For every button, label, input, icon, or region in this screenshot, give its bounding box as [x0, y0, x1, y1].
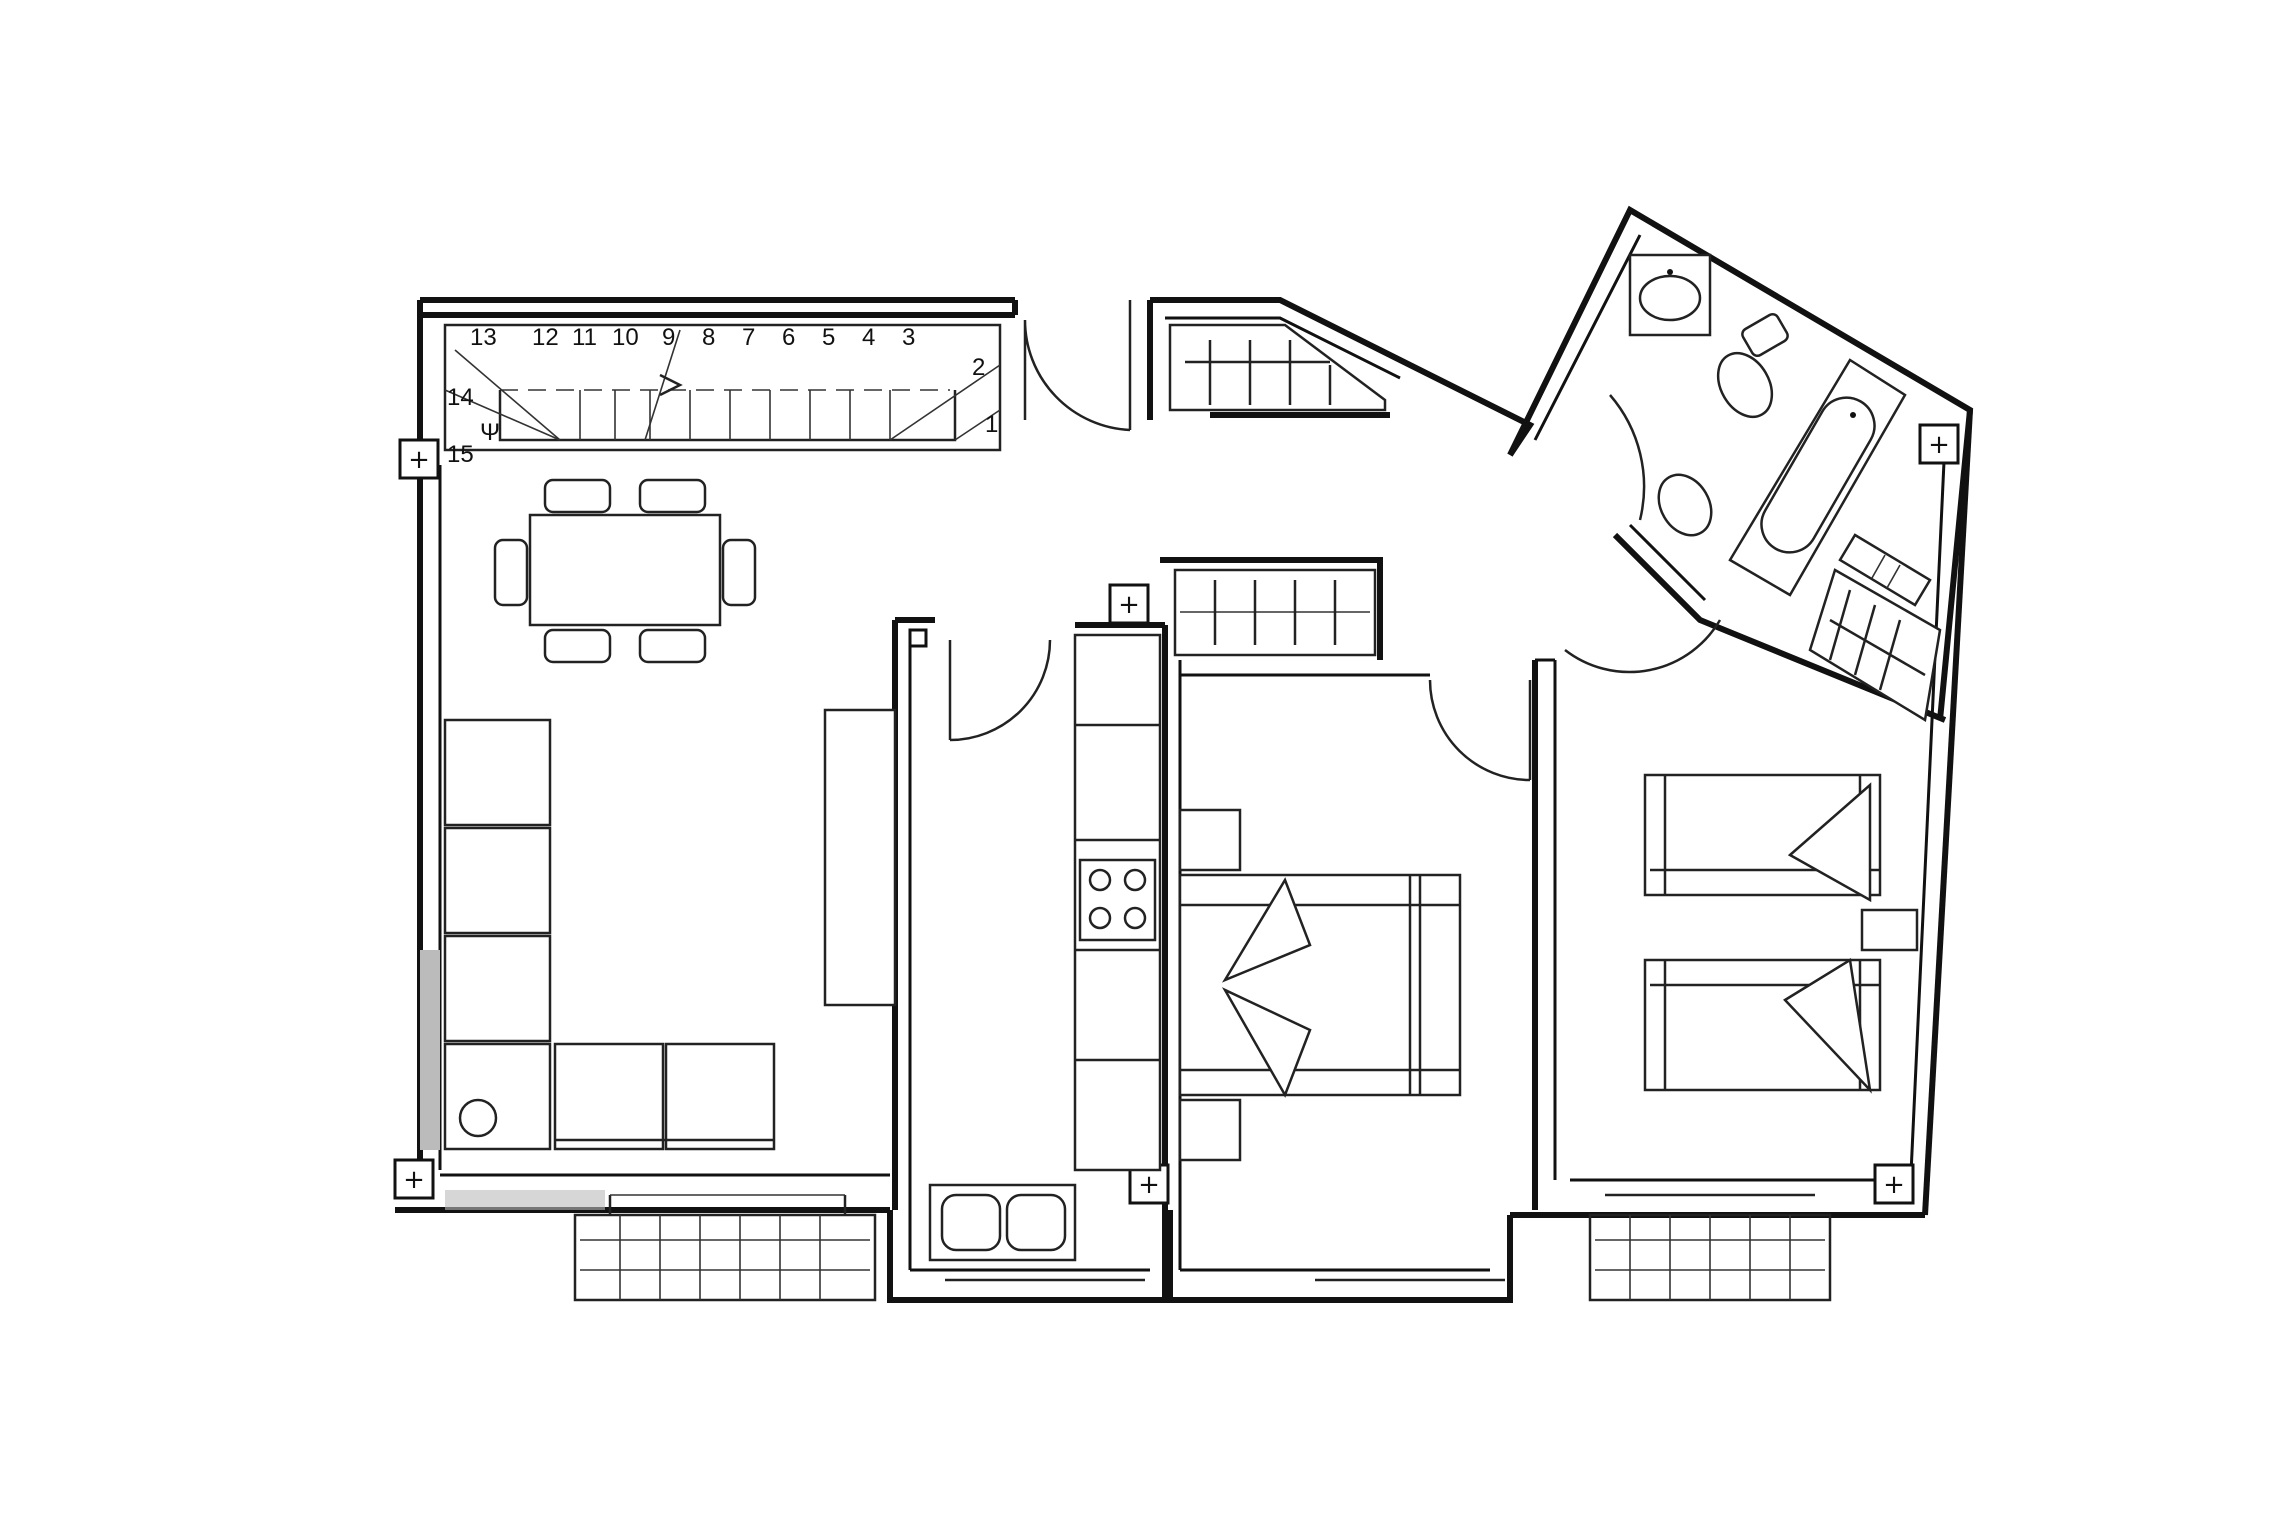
step-number: 13	[470, 324, 497, 351]
column-marker-icon: +	[1108, 583, 1150, 625]
column-marker-icon: +	[1918, 423, 1960, 465]
step-number: 14	[447, 384, 474, 411]
column-marker-icon: +	[393, 1158, 435, 1200]
step-number: 6	[782, 324, 795, 351]
step-number: 15	[447, 441, 474, 468]
kitchen	[928, 633, 1162, 1282]
tv-stand	[823, 708, 897, 1007]
left-terrace	[573, 1194, 877, 1302]
sofa	[443, 718, 776, 1151]
bathtub-icon	[1728, 358, 1907, 597]
step-number: 4	[862, 324, 875, 351]
step-number: 3	[902, 324, 915, 351]
storage-closet	[1168, 323, 1390, 418]
svg-text:+: +	[403, 1165, 425, 1195]
svg-text:+: +	[408, 445, 430, 475]
step-number: 11	[572, 324, 597, 351]
step-number: 5	[822, 324, 835, 351]
step-number: 10	[612, 324, 639, 351]
washbasin-icon	[1628, 253, 1712, 337]
svg-text:+: +	[1118, 590, 1140, 620]
small-column-marker	[908, 628, 928, 648]
svg-text:+: +	[1138, 1170, 1160, 1200]
stair-direction-icon: Ψ	[480, 419, 500, 446]
column-marker-icon: +	[1873, 1163, 1915, 1205]
svg-text:+: +	[1883, 1170, 1905, 1200]
column-marker-icon: +	[1128, 1163, 1170, 1205]
step-number: 8	[702, 324, 715, 351]
cooktop-icon	[1078, 858, 1157, 942]
sink-icon	[928, 1183, 1077, 1262]
step-number: 1	[985, 411, 998, 438]
step-number: 7	[742, 324, 755, 351]
wall-hatching	[420, 950, 605, 1210]
step-number: 2	[972, 354, 985, 381]
step-number: 9	[662, 324, 675, 351]
staircase: Ψ 1 2 3 4 5 6 7 8 9 10 11 12 13 14 15	[443, 323, 1002, 468]
bedroom-1	[1173, 568, 1532, 1282]
column-marker-icon: +	[398, 438, 440, 480]
bidet-icon	[1657, 473, 1713, 537]
stair-arrowhead-icon	[659, 373, 683, 397]
svg-text:+: +	[1928, 430, 1950, 460]
bathroom	[1609, 253, 1942, 723]
toilet-icon	[1716, 312, 1789, 419]
step-number: 12	[532, 324, 559, 351]
bedroom-2	[1564, 619, 1919, 1302]
dining-table	[493, 478, 757, 664]
entry-door	[1023, 300, 1132, 432]
column-markers: + + + + + +	[393, 423, 1960, 1205]
